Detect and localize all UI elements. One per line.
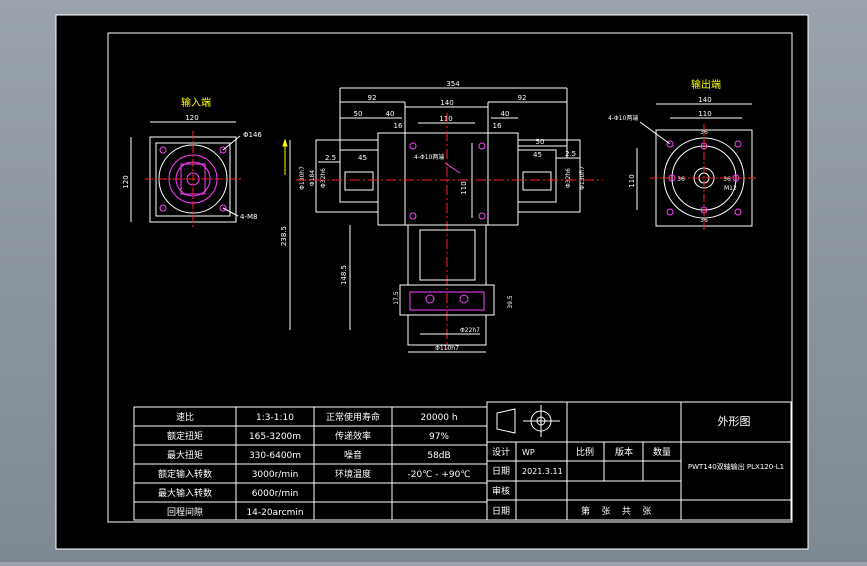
design-value: WP: [522, 448, 535, 457]
spec-cell: 速比: [176, 411, 194, 423]
spec-table: [133, 406, 488, 521]
output-hole-label-bottom: 36: [700, 217, 708, 224]
spec-cell: 正常使用寿命: [326, 411, 380, 423]
output-hole-label-left: 36: [677, 176, 685, 183]
model-name: PWT140双轴输出 PLX120-L1: [688, 462, 784, 471]
date-value: 2021.3.11: [522, 467, 563, 476]
spec-table-text: 速比 1:3-1:10 正常使用寿命 20000 h 额定扭矩 165-3200m 传递效率…: [158, 411, 470, 518]
dim-16-left: 16: [394, 122, 403, 130]
dim-92-right: 92: [518, 94, 527, 102]
base-bottom-dia: Φ110h7: [435, 345, 459, 352]
dim-140: 140: [440, 99, 453, 107]
dim-overall: 354: [446, 80, 460, 88]
input-width-label: 120: [185, 114, 198, 122]
spec-cell: 噪音: [344, 449, 362, 461]
dim-height-lower: 148.5: [340, 265, 348, 285]
dim-17-5: 17.5: [393, 291, 400, 305]
spec-cell: 最大输入转数: [158, 487, 212, 499]
output-thread-label: M12: [724, 185, 737, 192]
output-view-title: 输出端: [691, 78, 721, 91]
spec-cell: 97%: [429, 432, 449, 442]
spec-cell: 3000r/min: [252, 470, 299, 480]
spec-cell: 330-6400m: [249, 451, 301, 461]
dim-16-right: 16: [493, 122, 502, 130]
dim-height-total: 238.5: [280, 226, 288, 246]
dim-110-top: 110: [439, 115, 452, 123]
spec-cell: 传递效率: [335, 430, 371, 442]
spec-cell: 58dB: [427, 451, 450, 461]
shaft-right-dia-1: Φ32h6: [565, 168, 572, 188]
output-width-label: 140: [698, 96, 711, 104]
input-hole-circle-label: Φ146: [243, 131, 262, 139]
spec-cell: 额定输入转数: [158, 468, 212, 480]
shaft-left-dia-2: Φ184: [309, 170, 316, 186]
spec-cell: 20000 h: [420, 413, 457, 423]
main-front-view: 354 92 140 92 50 40 16 110 16 40 50 2.5: [280, 80, 603, 353]
spec-cell: 165-3200m: [249, 432, 301, 442]
dim-39-5: 39.5: [507, 295, 514, 309]
output-inner-label: 110: [698, 110, 711, 118]
input-view-title: 输入端: [181, 96, 211, 109]
sheet-numbering: 第 张 共 张: [581, 505, 651, 517]
shaft-left-dia-3: Φ32h6: [320, 168, 327, 188]
drawing-title: 外形图: [718, 415, 751, 428]
shaft-left-dia-1: Φ130h7: [299, 166, 306, 190]
output-height-label: 110: [628, 174, 636, 187]
input-height-label: 120: [122, 175, 130, 188]
sheet-inner-border: [107, 32, 793, 523]
input-end-view: 输入端 120 120 Φ146 4-M8: [122, 96, 262, 227]
main-holes-label: 4-Φ10两端: [414, 153, 444, 161]
spec-cell: 回程间隙: [167, 506, 203, 518]
dim-92-left: 92: [368, 94, 377, 102]
spec-cell: 14-20arcmin: [246, 508, 303, 518]
output-end-view: 输出端 140 110 36 36 36 36 110 4-Φ10两端 M12: [608, 78, 758, 232]
title-block-text: 外形图 设计 WP 比例 版本 数量 日期 2021.3.11 PWT140双轴…: [492, 415, 784, 517]
dim-50-left: 50: [354, 110, 363, 118]
date-label: 日期: [492, 466, 510, 477]
quantity-label: 数量: [653, 446, 671, 458]
dim-2-5-right: 2.5: [565, 150, 576, 158]
spec-cell: 6000r/min: [252, 489, 299, 499]
spec-cell: -20℃ - +90℃: [408, 470, 471, 480]
shaft-bottom-dia: Φ22h7: [460, 327, 480, 334]
output-hole-label-top: 36: [700, 129, 708, 136]
scale-label: 比例: [576, 446, 594, 458]
output-holes-label: 4-Φ10两端: [608, 114, 638, 122]
input-holes-label: 4-M8: [240, 213, 257, 221]
title-block: [486, 401, 792, 521]
output-hole-label-right: 36: [723, 176, 731, 183]
spec-cell: 环境温度: [335, 468, 371, 480]
dim-2-5-left: 2.5: [325, 154, 336, 162]
review-label: 审核: [492, 485, 510, 497]
spec-cell: 最大扭矩: [167, 449, 203, 461]
dim-50-right: 50: [536, 138, 545, 146]
dim-40-right: 40: [501, 110, 510, 118]
dim-45-left: 45: [358, 154, 367, 162]
dim-40-left: 40: [386, 110, 395, 118]
version-label: 版本: [615, 446, 633, 458]
dim-110-mid: 110: [460, 181, 468, 194]
spec-cell: 额定扭矩: [167, 430, 203, 442]
spec-cell: 1:3-1:10: [256, 413, 294, 423]
date2-label: 日期: [492, 506, 510, 517]
dim-45-right: 45: [533, 151, 542, 159]
design-label: 设计: [492, 446, 510, 458]
shaft-right-dia-2: Φ130h7: [579, 166, 586, 190]
